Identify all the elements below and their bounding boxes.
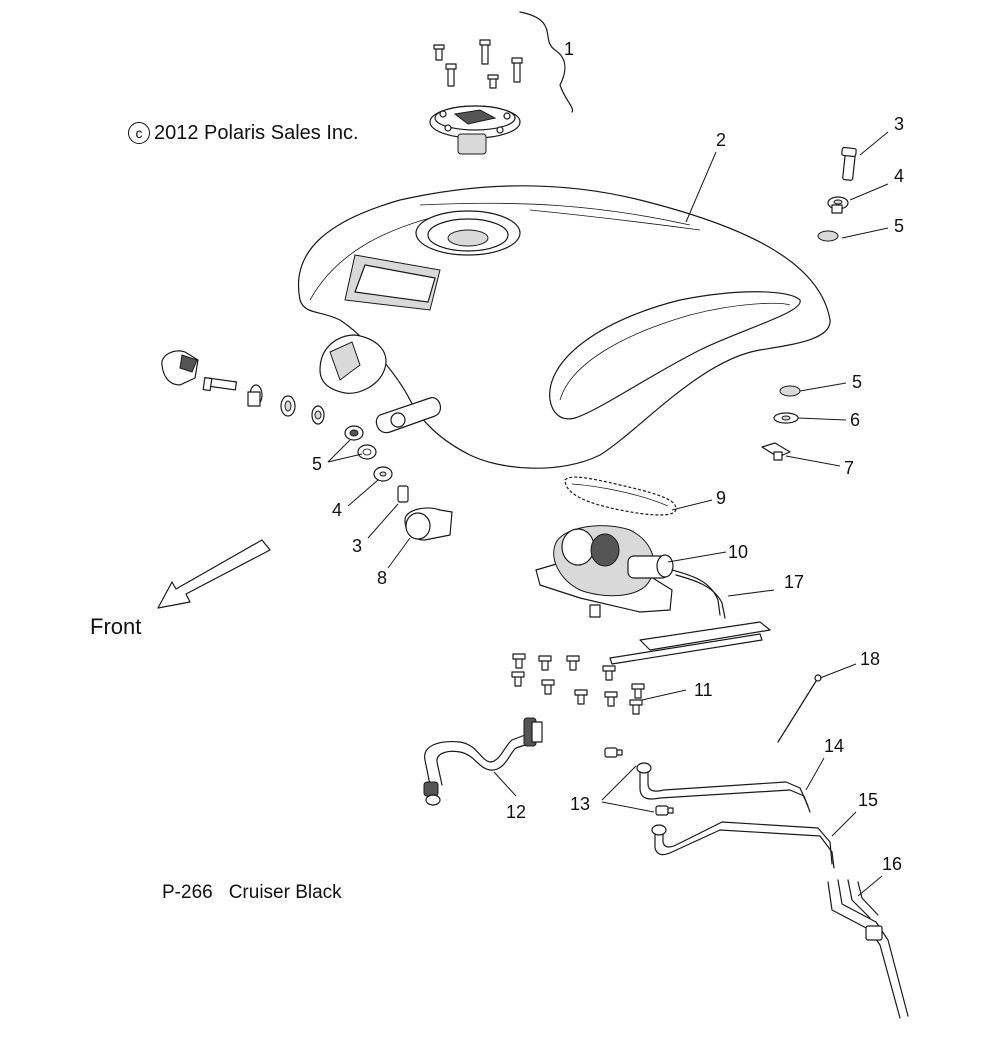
copyright-symbol: c	[128, 122, 150, 144]
callout-14: 14	[824, 736, 844, 756]
callout-4: 4	[894, 166, 904, 186]
cap-screw	[511, 57, 523, 83]
copyright-text: 2012 Polaris Sales Inc.	[154, 122, 359, 144]
callout-9: 9	[716, 488, 726, 508]
page-code: P-266	[162, 882, 213, 903]
side-mount-hardware	[161, 350, 325, 425]
callout-3: 3	[352, 536, 362, 556]
callout-16: 16	[882, 854, 902, 874]
callout-1: 1	[564, 39, 574, 59]
diagram-footer: P-266 Cruiser Black	[162, 882, 342, 904]
callout-7: 7	[844, 458, 854, 478]
front-direction-label: Front	[90, 614, 142, 639]
callout-15: 15	[858, 790, 878, 810]
callout-6: 6	[850, 410, 860, 430]
fuel-cap-assembly	[429, 11, 574, 155]
callout-4: 4	[332, 500, 342, 520]
vent-wire	[777, 674, 822, 743]
vent-fittings	[604, 747, 674, 816]
fuel-pump-gasket	[564, 476, 677, 516]
vent-tee-16	[827, 879, 909, 1019]
tank-mounting-bracket	[375, 397, 442, 434]
fuel-pump-assembly	[535, 525, 771, 665]
cap-screw	[479, 39, 491, 65]
cap-screw	[433, 44, 445, 61]
callout-3: 3	[894, 114, 904, 134]
callout-10: 10	[728, 542, 748, 562]
fuel-hose	[423, 717, 543, 806]
callout-numbers: 1 2 3 4 5 5 6 7 5 4 3 8 9 10 17 11 18 14…	[312, 39, 904, 874]
cap-screw	[487, 74, 499, 89]
pump-mount-screws	[511, 653, 645, 715]
callout-8: 8	[377, 568, 387, 588]
callout-18: 18	[860, 649, 880, 669]
callout-17: 17	[784, 572, 804, 592]
callout-5: 5	[312, 454, 322, 474]
callout-2: 2	[716, 130, 726, 150]
fuel-tank	[298, 185, 831, 469]
fuel-cap	[429, 105, 521, 155]
callout-12: 12	[506, 802, 526, 822]
callout-5: 5	[894, 216, 904, 236]
callout-13: 13	[570, 794, 590, 814]
callout-11: 11	[694, 680, 713, 700]
leader-lines	[327, 131, 889, 897]
model-name: Cruiser Black	[228, 882, 342, 903]
cap-screw	[445, 63, 457, 87]
rear-mount-hardware	[344, 425, 453, 541]
tank-bolt-hardware	[761, 146, 857, 461]
front-direction-arrow	[157, 539, 271, 609]
callout-5: 5	[852, 372, 862, 392]
vent-line-14	[636, 762, 811, 813]
vent-line-15	[651, 821, 835, 869]
